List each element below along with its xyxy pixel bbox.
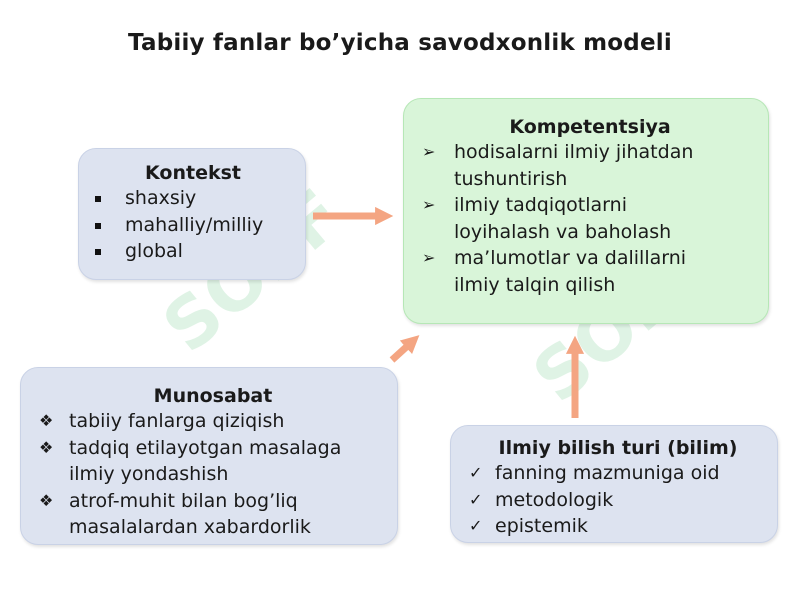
kompetentsiya-title: Kompetentsiya <box>509 116 671 138</box>
checkmark-icon: ✓ <box>469 516 483 535</box>
checkmark-icon: ✓ <box>469 489 483 509</box>
list-item: ➢ hodisalarni ilmiy jihatdan tushuntiris… <box>422 141 694 190</box>
munosabat-title: Munosabat <box>153 385 273 407</box>
munosabat-list: ❖ tabiiy fanlarga qiziqish ❖ tadqiq etil… <box>39 408 387 541</box>
list-item: ➢ ilmiy tadqiqotlarni loyihalash va baho… <box>422 194 672 243</box>
ilmiy-bilish-list: ✓fanning mazmuniga oid ✓metodologik ✓epi… <box>469 460 767 540</box>
list-item: shaxsiy <box>91 185 295 212</box>
diamond-bullet-icon: ❖ <box>39 490 54 510</box>
arrow-bullet-icon: ➢ <box>422 195 436 214</box>
list-item: ➢ ma’lumotlar va dalillarni ilmiy talqin… <box>422 247 687 296</box>
arrow-bullet-icon: ➢ <box>422 248 436 267</box>
diamond-bullet-icon: ❖ <box>39 411 54 430</box>
ilmiy-bilish-box: Ilmiy bilish turi (bilim) ✓fanning mazmu… <box>450 425 778 543</box>
list-item: ❖ atrof-muhit bilan bog’liq masalalardan… <box>39 489 311 539</box>
list-item: ✓metodologik <box>469 487 767 514</box>
square-bullet-icon <box>95 222 101 229</box>
checkmark-icon: ✓ <box>469 463 483 482</box>
square-bullet-icon <box>95 196 101 202</box>
ilmiy-bilish-title: Ilmiy bilish turi (bilim) <box>498 437 738 459</box>
diagram-title: Tabiiy fanlar bo’yicha savodxonlik model… <box>128 30 672 56</box>
square-bullet-icon <box>95 249 101 255</box>
diamond-bullet-icon: ❖ <box>39 437 54 457</box>
arrow-munosabat-to-kompetentsiya <box>389 335 420 363</box>
kontekst-title: Kontekst <box>145 162 241 184</box>
list-item: ❖ tadqiq etilayotgan masalaga ilmiy yond… <box>39 436 342 486</box>
arrow-bullet-icon: ➢ <box>422 142 436 161</box>
kompetentsiya-box: Kompetentsiya ➢ hodisalarni ilmiy jihatd… <box>403 98 769 324</box>
list-item: ✓fanning mazmuniga oid <box>469 460 767 487</box>
munosabat-box: Munosabat ❖ tabiiy fanlarga qiziqish ❖ t… <box>20 367 398 545</box>
list-item: global <box>91 238 295 265</box>
list-item: ❖ tabiiy fanlarga qiziqish <box>39 408 387 435</box>
kontekst-box: Kontekst shaxsiy mahalliy/milliy global <box>78 148 306 280</box>
list-item: ✓epistemik <box>469 513 767 540</box>
kontekst-list: shaxsiy mahalliy/milliy global <box>91 185 295 265</box>
kompetentsiya-list: ➢ hodisalarni ilmiy jihatdan tushuntiris… <box>422 139 758 298</box>
list-item: mahalliy/milliy <box>91 212 295 239</box>
